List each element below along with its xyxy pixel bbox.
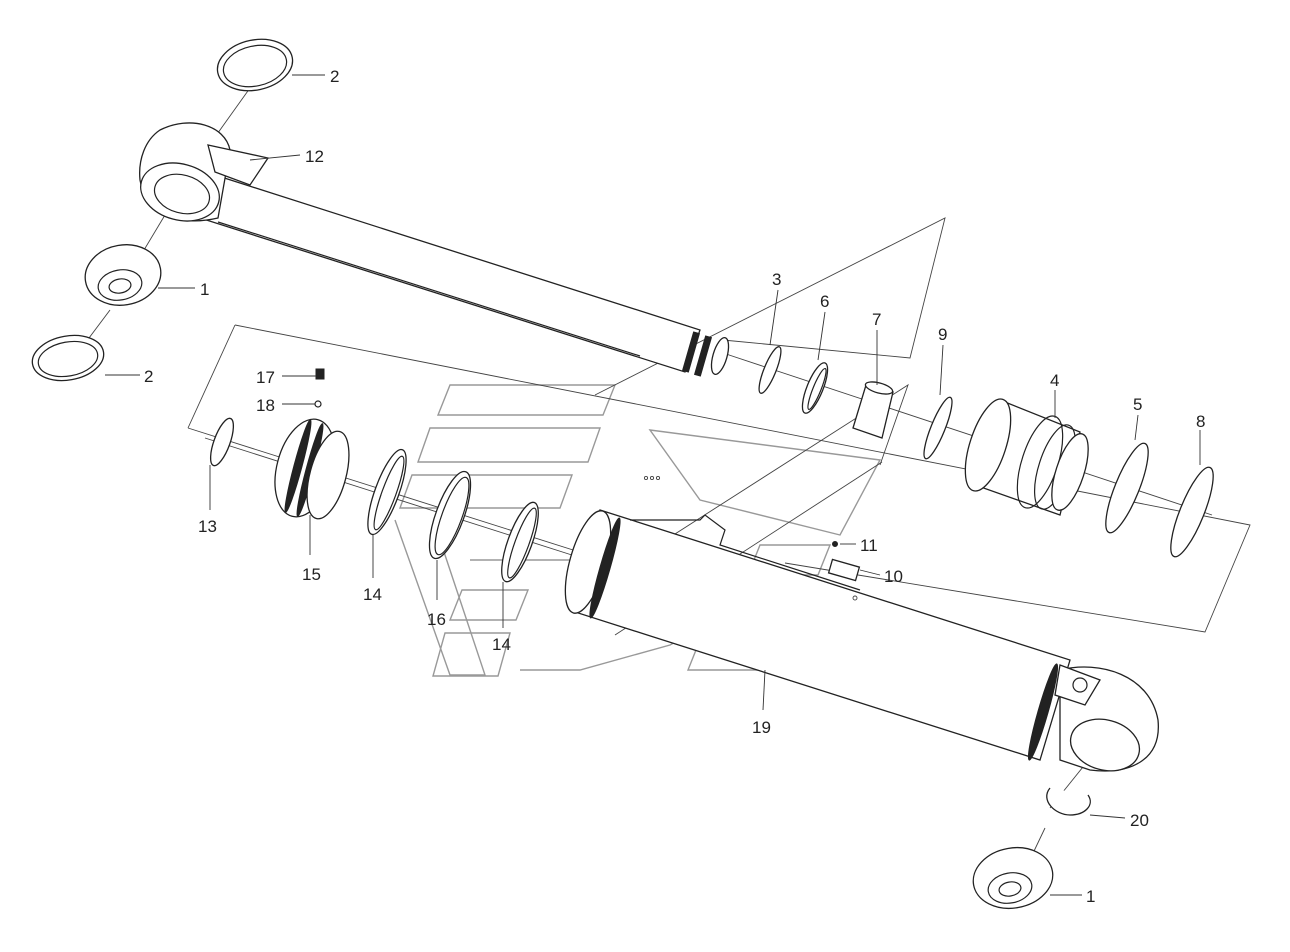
piston-rod: [139, 122, 730, 377]
callout-10: 10: [884, 567, 903, 586]
callout-6: 6: [820, 292, 829, 311]
callout-3: 3: [772, 270, 781, 289]
callout-14-right: 14: [492, 635, 511, 654]
part-9-o-ring: [923, 396, 953, 460]
part-15-piston: [274, 418, 350, 520]
part-4-cylinder-head: [964, 398, 1089, 516]
part-8-wear-ring: [1170, 466, 1214, 558]
part-1-lower-bushing: [972, 847, 1054, 909]
callout-7: 7: [872, 310, 881, 329]
callout-18: 18: [256, 396, 275, 415]
part-7-bushing: [852, 381, 894, 439]
callout-16: 16: [427, 610, 446, 629]
callout-17: 17: [256, 368, 275, 387]
part-6-seal: [801, 362, 829, 414]
callout-19: 19: [752, 718, 771, 737]
rod-eye-boss: [207, 144, 270, 186]
callout-5: 5: [1133, 395, 1142, 414]
callout-2-upper: 2: [330, 67, 339, 86]
part-3-o-ring: [758, 346, 782, 394]
part-16-wear-ring: [428, 470, 472, 560]
part-2-upper-seal-ring: [216, 38, 294, 92]
callout-labels: 1 1 2 2 3 4 5 6 7 8 9 10 11 12 13 14 14 …: [144, 67, 1205, 906]
part-1-upper-bushing: [84, 244, 162, 306]
callout-12: 12: [305, 147, 324, 166]
part-17-screw: [315, 368, 325, 380]
callout-9: 9: [938, 325, 947, 344]
leader-lines: [105, 74, 1201, 896]
callout-8: 8: [1196, 412, 1205, 431]
callout-11: 11: [860, 536, 878, 555]
callout-1-upper: 1: [200, 280, 209, 299]
part-14-left-seal: [367, 448, 407, 536]
part-14-right-seal: [501, 501, 539, 583]
nameplate: [827, 558, 861, 582]
callout-20: 20: [1130, 811, 1149, 830]
cylinder-barrel: [564, 475, 1159, 772]
callout-15: 15: [302, 565, 321, 584]
part-18-washer: [314, 400, 322, 408]
cylinder-port-block: [1054, 664, 1101, 706]
part-2-lower-seal-ring: [31, 334, 105, 382]
callout-13: 13: [198, 517, 217, 536]
part-13-o-ring: [209, 417, 235, 467]
callout-2-lower: 2: [144, 367, 153, 386]
callout-1-lower: 1: [1086, 887, 1095, 906]
callout-4: 4: [1050, 371, 1059, 390]
callout-14-left: 14: [363, 585, 382, 604]
part-20-snap-ring: [1046, 787, 1091, 816]
part-5-seal-ring: [1105, 442, 1149, 534]
